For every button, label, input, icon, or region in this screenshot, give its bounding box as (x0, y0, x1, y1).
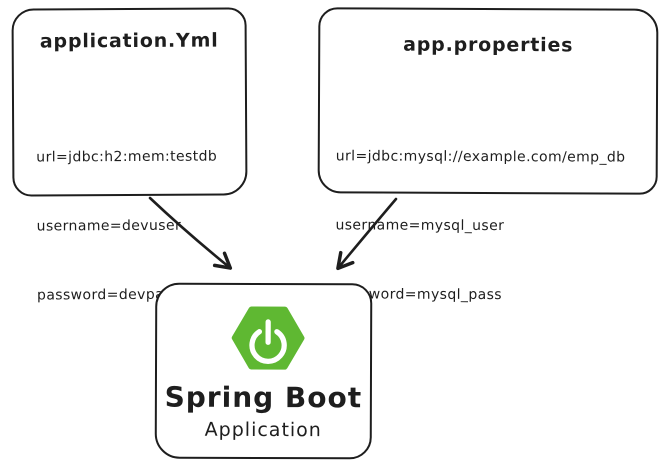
yml-file-box: application.Yml url=jdbc:h2:mem:testdb u… (11, 7, 248, 303)
config-line: username=mysql_user (335, 217, 505, 235)
spring-boot-app-title: Spring Boot (164, 380, 363, 415)
spring-boot-app-box: Spring Boot Application (154, 282, 373, 460)
properties-file-box: app.properties url=jdbc:mysql://example.… (317, 7, 659, 303)
config-line: url=jdbc:h2:mem:testdb (36, 148, 218, 166)
config-line: username=devuser (36, 217, 182, 235)
spring-boot-logo-icon (231, 306, 305, 370)
spring-boot-app-subtitle: Application (204, 418, 322, 442)
properties-file-title: app.properties (403, 33, 574, 57)
properties-file-contents: url=jdbc:mysql://example.com/emp_db user… (335, 99, 626, 353)
yml-file-title: application.Yml (39, 29, 219, 53)
config-line: url=jdbc:mysql://example.com/emp_db (335, 148, 626, 166)
config-line: password=mysql_pass (335, 286, 503, 304)
